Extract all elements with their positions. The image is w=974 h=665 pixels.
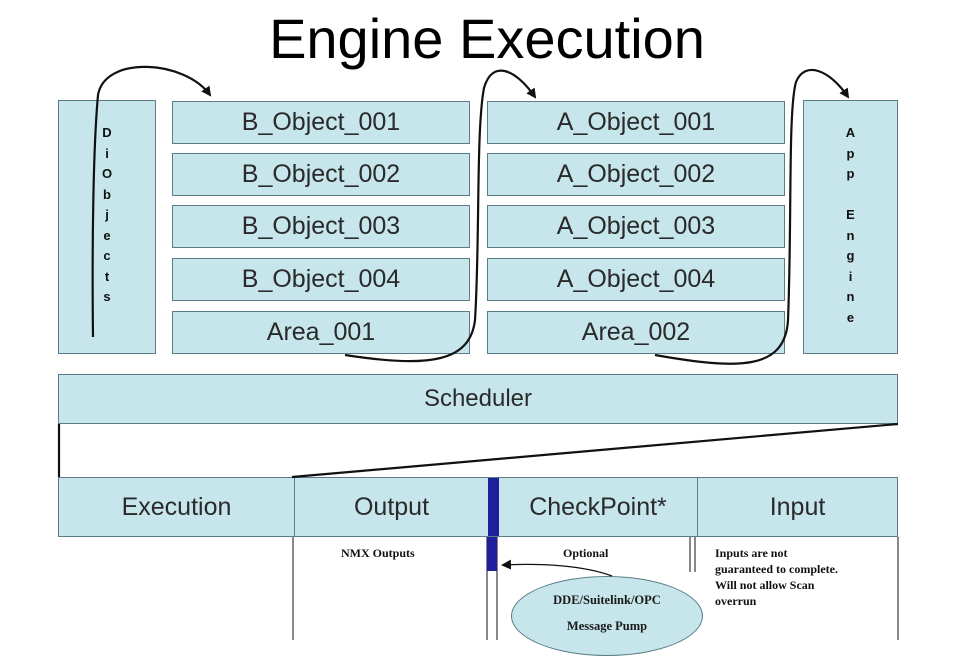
checkpoint-marker xyxy=(488,478,499,536)
phase-input: Input xyxy=(697,478,897,536)
b-object-box: B_Object_001 xyxy=(172,101,470,144)
phase-output: Output xyxy=(294,478,488,536)
b-object-box: B_Object_003 xyxy=(172,205,470,248)
phase-execution: Execution xyxy=(121,492,232,521)
a-object-box: A_Object_002 xyxy=(487,153,785,196)
di-objects-letter: b xyxy=(103,186,111,202)
app-engine-letter: g xyxy=(846,248,855,263)
message-pump-line1: DDE/Suitelink/OPC xyxy=(553,593,661,607)
message-pump-line2: Message Pump xyxy=(566,619,648,633)
app-engine-letter: E xyxy=(846,207,855,222)
di-objects-letter: e xyxy=(103,227,111,243)
a-object-box: A_Object_001 xyxy=(487,101,785,144)
app-engine-letter: p xyxy=(846,166,855,181)
zoom-line-right xyxy=(291,422,899,479)
input-note-line: guaranteed to complete. xyxy=(715,562,838,576)
scheduler-bar: Scheduler xyxy=(58,374,898,424)
app-engine-letter: p xyxy=(846,145,855,161)
di-objects-letter: c xyxy=(103,248,111,263)
input-note-line: overrun xyxy=(715,594,757,608)
di-objects-letter: D xyxy=(102,125,112,140)
di-objects-letter: j xyxy=(105,207,109,222)
diagram-title: Engine Execution xyxy=(269,7,705,70)
phase-checkpoint: CheckPoint* xyxy=(529,492,667,521)
phases-bar: Execution Output CheckPoint* Input xyxy=(58,477,898,537)
input-note: Inputs are not guaranteed to complete. W… xyxy=(715,545,838,609)
area-box: Area_001 xyxy=(172,311,470,354)
area-box: Area_002 xyxy=(487,311,785,354)
b-object-box: B_Object_004 xyxy=(172,258,470,301)
flow-arrow-di-to-b xyxy=(91,65,212,338)
message-pump-ellipse: DDE/Suitelink/OPC Message Pump xyxy=(511,576,703,656)
app-engine-letter: n xyxy=(846,289,855,304)
checkpoint-note: Optional xyxy=(563,546,609,560)
checkpoint-marker-extension xyxy=(487,537,497,571)
input-note-line: Inputs are not xyxy=(715,546,788,560)
output-note: NMX Outputs xyxy=(341,546,415,560)
di-objects-letter: t xyxy=(104,268,110,284)
b-object-box: B_Object_002 xyxy=(172,153,470,196)
flow-arrow-area2-to-engine xyxy=(654,68,850,365)
app-engine-letter: n xyxy=(846,227,855,243)
app-engine-letter: e xyxy=(846,309,855,325)
di-objects-letter: i xyxy=(105,145,109,161)
di-objects-letter: O xyxy=(101,166,113,181)
app-engine-letter: A xyxy=(845,125,856,140)
input-note-line: Will not allow Scan xyxy=(715,578,815,592)
di-objects-letter: s xyxy=(103,289,111,304)
a-object-box: A_Object_003 xyxy=(487,205,785,248)
message-pump-arrow xyxy=(501,559,613,577)
app-engine-letter: i xyxy=(848,268,853,284)
flow-arrow-area1-to-a xyxy=(344,69,537,363)
a-object-box: A_Object_004 xyxy=(487,258,785,301)
